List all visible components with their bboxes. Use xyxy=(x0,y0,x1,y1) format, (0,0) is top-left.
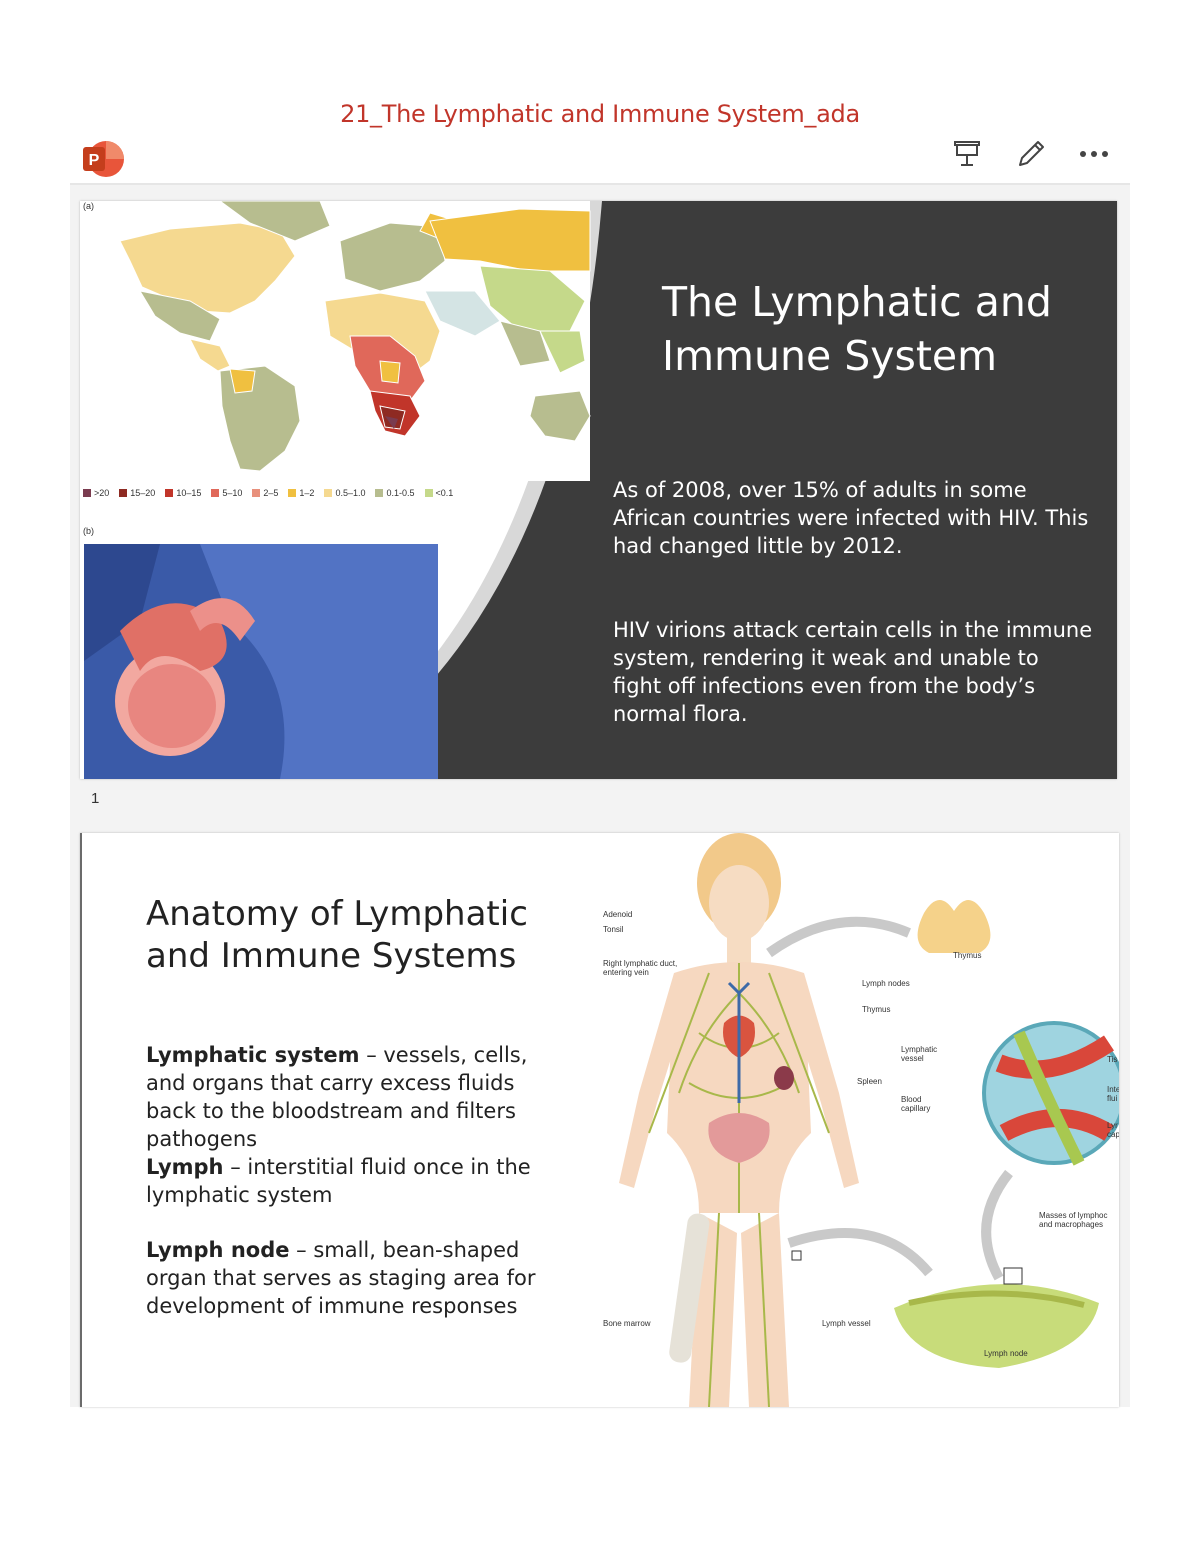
slide-2[interactable]: Anatomy of Lymphatic and Immune Systems … xyxy=(80,833,1119,1407)
legend-item: 1–2 xyxy=(288,488,314,498)
legend-item: 0.5–1.0 xyxy=(324,488,365,498)
label-adenoid: Adenoid xyxy=(603,910,633,919)
label-spleen: Spleen xyxy=(857,1077,882,1086)
label-tonsil: Tonsil xyxy=(603,925,624,934)
more-icon[interactable] xyxy=(1077,137,1111,171)
legend-item: <0.1 xyxy=(424,488,454,498)
label-blood-capillary: Blood capillary xyxy=(901,1095,931,1113)
legend-label: 2–5 xyxy=(263,488,279,498)
label-masses: Masses of lymphoc and macrophages xyxy=(1039,1211,1108,1229)
legend-label: 1–2 xyxy=(299,488,315,498)
legend-swatch xyxy=(83,489,91,497)
label-tissue: Tis xyxy=(1107,1055,1118,1064)
hiv-virion-micrograph xyxy=(84,544,438,779)
slide-2-title: Anatomy of Lymphatic and Immune Systems xyxy=(146,894,528,976)
legend-label: 0.1-0.5 xyxy=(386,488,415,498)
label-thymus-top: Thymus xyxy=(953,951,982,960)
legend-swatch xyxy=(252,489,261,497)
slide-1-background xyxy=(80,201,1117,779)
definition-lymphatic-system: Lymphatic system – vessels, cells, and o… xyxy=(146,1043,528,1151)
legend-label: >20 xyxy=(94,488,110,498)
label-lymph-vessel: Lymph vessel xyxy=(822,1319,871,1328)
definition-lymph: Lymph – interstitial fluid once in the l… xyxy=(146,1155,531,1207)
legend-swatch xyxy=(288,489,297,497)
label-right-lymphatic-duct: Right lymphatic duct, entering vein xyxy=(603,959,678,977)
legend-label: 5–10 xyxy=(222,488,243,498)
slide-number: 1 xyxy=(91,790,100,807)
legend-swatch xyxy=(211,489,220,497)
legend-swatch xyxy=(375,489,384,497)
map-legend: >20 15–20 10–15 5–10 2–5 1–2 0.5–1.0 0.1-0.5 <0.… xyxy=(83,488,453,498)
legend-swatch xyxy=(424,489,433,497)
legend-item: 0.1-0.5 xyxy=(375,488,415,498)
figure-a-label: (a) xyxy=(83,201,94,211)
pencil-icon[interactable] xyxy=(1014,137,1048,171)
label-lymph-node: Lymph node xyxy=(984,1349,1028,1358)
definition-lymph-node: Lymph node – small, bean-shaped organ th… xyxy=(146,1238,536,1318)
slide-1-paragraph-2: HIV virions attack certain cells in the … xyxy=(613,618,1093,726)
legend-swatch xyxy=(119,489,128,497)
slide-1[interactable]: (a) (b) >20 15–20 10–15 5–10 2–5 1–2 0.5–1.0 0.… xyxy=(80,201,1117,779)
label-bone-marrow: Bone marrow xyxy=(603,1319,651,1328)
legend-label: 15–20 xyxy=(130,488,156,498)
legend-label: 0.5–1.0 xyxy=(335,488,366,498)
slide-1-title: The Lymphatic and Immune System xyxy=(662,278,1052,380)
powerpoint-icon: P xyxy=(80,139,126,179)
legend-item: 5–10 xyxy=(211,488,242,498)
legend-item: >20 xyxy=(83,488,109,498)
slide-1-paragraph-1: As of 2008, over 15% of adults in some A… xyxy=(613,478,1089,558)
figure-b-label: (b) xyxy=(83,526,94,536)
legend-swatch xyxy=(324,489,333,497)
legend-item: 10–15 xyxy=(165,488,201,498)
document-title: 21_The Lymphatic and Immune System_ada xyxy=(340,100,860,128)
label-interstitial: Inte flui xyxy=(1107,1085,1119,1103)
lymphatic-anatomy-illustration xyxy=(619,833,1119,1407)
present-icon[interactable] xyxy=(950,137,984,171)
legend-item: 15–20 xyxy=(119,488,155,498)
label-lymph-capillary: Lyr cap xyxy=(1107,1121,1119,1139)
legend-label: <0.1 xyxy=(435,488,454,498)
legend-swatch xyxy=(165,489,174,497)
hiv-prevalence-map xyxy=(80,201,591,481)
label-thymus: Thymus xyxy=(862,1005,891,1014)
label-lymphatic-vessel: Lymphatic vessel xyxy=(901,1045,938,1063)
slide-viewer[interactable]: (a) (b) >20 15–20 10–15 5–10 2–5 1–2 0.5–1.0 0.… xyxy=(70,183,1130,1407)
legend-label: 10–15 xyxy=(176,488,202,498)
label-lymph-nodes: Lymph nodes xyxy=(862,979,910,988)
app-letter: P xyxy=(89,152,100,169)
legend-item: 2–5 xyxy=(252,488,278,498)
